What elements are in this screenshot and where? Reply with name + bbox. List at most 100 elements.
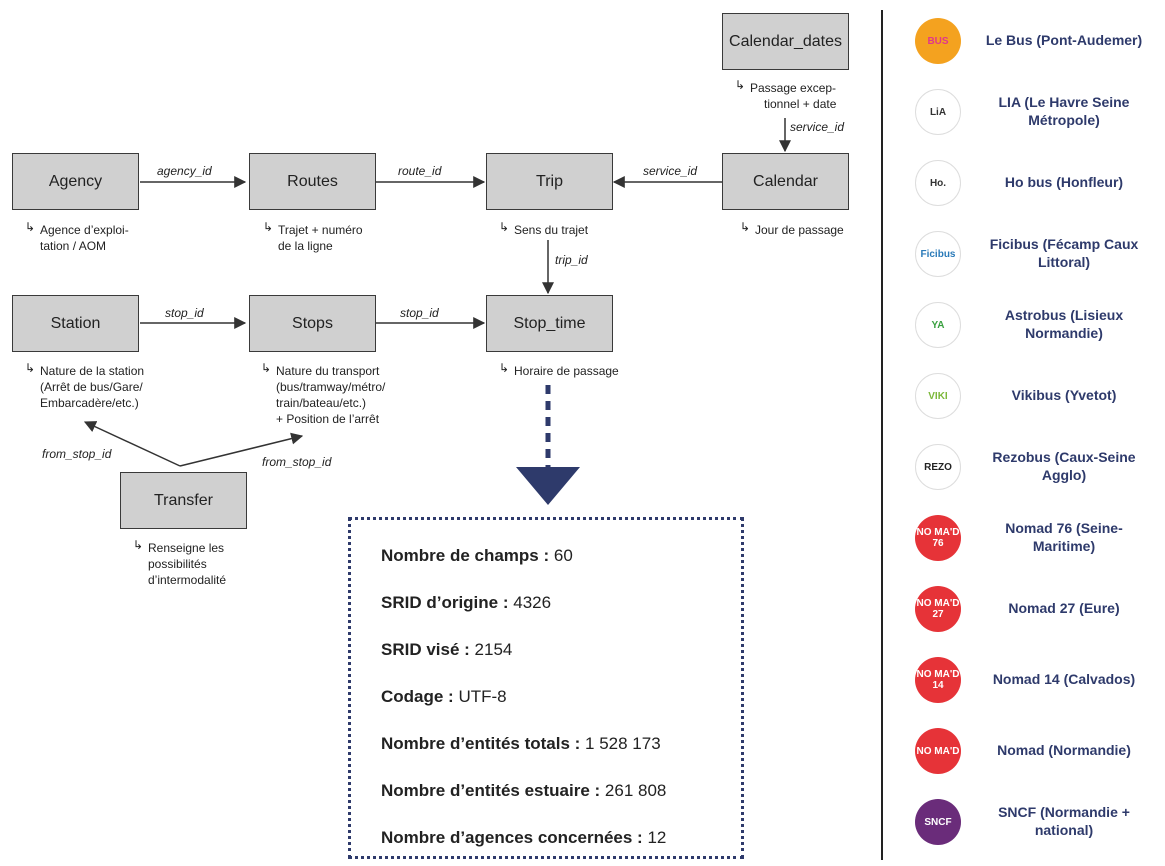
agency-name-line: Normandie) xyxy=(1025,325,1103,341)
node-stop-time: Stop_time xyxy=(486,295,613,352)
note-line: Nature du transport xyxy=(276,364,380,378)
note-line: Trajet + numéro xyxy=(278,223,363,237)
note-line: possibilités xyxy=(148,557,207,571)
agency-name-line: Maritime) xyxy=(1032,538,1096,554)
agency-name-line: LIA (Le Havre Seine xyxy=(998,94,1130,110)
note-arrow-icon: ↳ xyxy=(735,78,746,92)
nomad-14-logo-icon: NO MA'D 14 xyxy=(915,657,961,703)
note-arrow-icon: ↳ xyxy=(263,220,274,234)
edge-label-trip-id: trip_id xyxy=(555,253,588,267)
agency-row: SNCF SNCF (Normandie + national) xyxy=(915,797,1165,857)
agency-name-line: Le Bus (Pont-Audemer) xyxy=(985,32,1143,48)
node-transfer: Transfer xyxy=(120,472,247,529)
edge-label-service-id-h: service_id xyxy=(643,164,698,178)
agency-name-line: national) xyxy=(1034,822,1094,838)
edge-label-stop-id-2: stop_id xyxy=(400,306,439,320)
node-routes: Routes xyxy=(249,153,376,210)
agency-name-line: Nomad 14 (Calvados) xyxy=(992,671,1136,687)
note-line: + Position de l’arrêt xyxy=(276,412,380,426)
note-line: de la ligne xyxy=(278,239,333,253)
edge-transfer-stops xyxy=(179,432,304,467)
node-station: Station xyxy=(12,295,139,352)
dataset-info-box: Nombre de champs : 60 SRID d’origine : 4… xyxy=(348,517,744,859)
agency-name-line: Agglo) xyxy=(1041,467,1087,483)
info-label: Codage : xyxy=(381,687,454,706)
note-line: Embarcadère/etc.) xyxy=(40,396,139,410)
note-station: ↳ Nature de la station (Arrêt de bus/Gar… xyxy=(25,361,144,411)
ho-bus-logo-icon: Ho. xyxy=(915,160,961,206)
info-line-encoding: Codage : UTF-8 xyxy=(381,687,507,707)
info-value: 4326 xyxy=(513,593,552,612)
info-label: Nombre d’entités totals : xyxy=(381,734,581,753)
note-arrow-icon: ↳ xyxy=(499,361,510,375)
info-line-srid-target: SRID visé : 2154 xyxy=(381,640,512,660)
agency-name: Le Bus (Pont-Audemer) xyxy=(963,31,1165,49)
note-line: Agence d’exploi- xyxy=(40,223,129,237)
agency-row: NO MA'D 14 Nomad 14 (Calvados) xyxy=(915,655,1165,715)
agency-name: SNCF (Normandie + national) xyxy=(963,803,1165,839)
note-calendar-dates: ↳ Passage excep- tionnel + date xyxy=(735,78,837,112)
note-line: (Arrêt de bus/Gare/ xyxy=(40,380,143,394)
info-value: 12 xyxy=(647,828,667,847)
note-arrow-icon: ↳ xyxy=(25,220,36,234)
nomad-76-logo-icon: NO MA'D 76 xyxy=(915,515,961,561)
astrobus-logo-icon: YA xyxy=(915,302,961,348)
note-transfer: ↳ Renseigne les possibilités d’intermoda… xyxy=(133,538,226,588)
lia-logo-icon: LiA xyxy=(915,89,961,135)
note-arrow-icon: ↳ xyxy=(133,538,144,552)
ficibus-logo-icon: Ficibus xyxy=(915,231,961,277)
agency-name: Nomad 14 (Calvados) xyxy=(963,670,1165,688)
agency-name-line: Nomad 76 (Seine- xyxy=(1005,520,1123,536)
note-arrow-icon: ↳ xyxy=(499,220,510,234)
info-line-agencies-count: Nombre d’agences concernées : 12 xyxy=(381,828,666,848)
edge-label-from-stop-id-right: from_stop_id xyxy=(262,455,332,469)
agency-name-line: Ficibus (Fécamp Caux xyxy=(989,236,1139,252)
info-line-estuary-entities: Nombre d’entités estuaire : 261 808 xyxy=(381,781,666,801)
sncf-logo-icon: SNCF xyxy=(915,799,961,845)
info-value: 60 xyxy=(553,546,573,565)
agency-name-line: Rezobus (Caux-Seine xyxy=(992,449,1136,465)
agency-row: BUS Le Bus (Pont-Audemer) xyxy=(915,16,1165,76)
info-line-total-entities: Nombre d’entités totals : 1 528 173 xyxy=(381,734,661,754)
info-label: Nombre de champs : xyxy=(381,546,550,565)
agency-name: Ho bus (Honfleur) xyxy=(963,173,1165,191)
agency-name-line: SNCF (Normandie + xyxy=(998,804,1130,820)
edge-label-agency-id: agency_id xyxy=(157,164,212,178)
rezobus-logo-icon: REZO xyxy=(915,444,961,490)
info-label: SRID d’origine : xyxy=(381,593,509,612)
edge-transfer-station xyxy=(83,421,181,467)
note-arrow-icon: ↳ xyxy=(740,220,751,234)
agency-name: Nomad 27 (Eure) xyxy=(963,599,1165,617)
agency-name-line: Astrobus (Lisieux xyxy=(1004,307,1124,323)
info-value: 261 808 xyxy=(604,781,667,800)
note-arrow-icon: ↳ xyxy=(25,361,36,375)
info-label: SRID visé : xyxy=(381,640,470,659)
vertical-divider xyxy=(881,10,883,860)
note-line: (bus/tramway/métro/ xyxy=(276,380,386,394)
agency-name: Nomad 76 (Seine- Maritime) xyxy=(963,519,1165,555)
note-calendar: ↳ Jour de passage xyxy=(740,220,844,238)
note-routes: ↳ Trajet + numéro de la ligne xyxy=(263,220,363,254)
agency-row: Ho.Ho bus (Honfleur) xyxy=(915,158,1165,218)
note-line: Passage excep- xyxy=(750,81,837,95)
note-arrow-icon: ↳ xyxy=(261,361,272,375)
node-stops: Stops xyxy=(249,295,376,352)
node-agency: Agency xyxy=(12,153,139,210)
agency-row: NO MA'D 76 Nomad 76 (Seine- Maritime) xyxy=(915,513,1165,573)
note-line: Renseigne les xyxy=(148,541,225,555)
vikibus-logo-icon: VIKI xyxy=(915,373,961,419)
agency-name-line: Nomad 27 (Eure) xyxy=(1008,600,1120,616)
edge-label-service-id-v: service_id xyxy=(790,120,845,134)
info-label: Nombre d’entités estuaire : xyxy=(381,781,601,800)
note-line: Jour de passage xyxy=(755,223,844,237)
le-bus-logo-icon: BUS xyxy=(915,18,961,64)
